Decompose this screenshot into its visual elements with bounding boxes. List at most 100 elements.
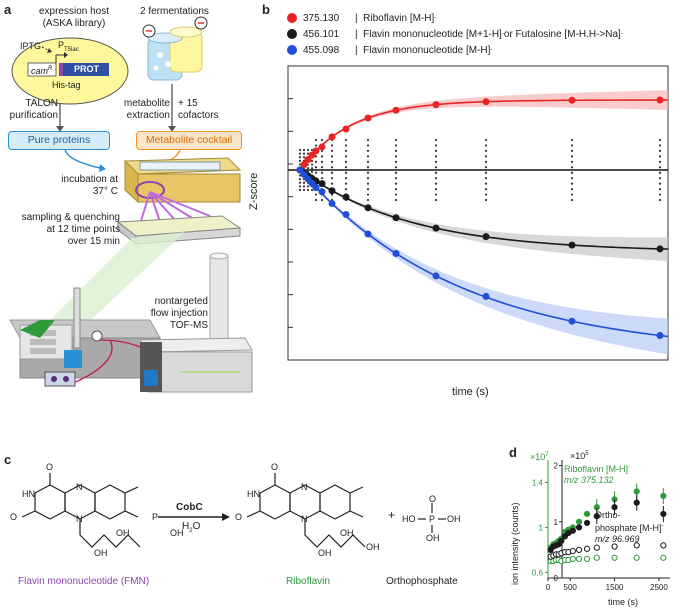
fmn-456-band	[300, 170, 668, 262]
panel-b-ylabel: Z-score	[248, 172, 260, 210]
fmn-455-point	[432, 272, 440, 280]
fmn-456-point	[656, 245, 664, 253]
riboflavin-fit-line	[299, 99, 669, 171]
background-point	[394, 166, 398, 169]
plot-frame	[287, 65, 669, 361]
background-point	[434, 166, 438, 169]
atom-oh-fmn-3: OH	[170, 528, 184, 538]
background-point	[366, 155, 370, 158]
right-y-tick-label: 2	[554, 462, 559, 471]
riboflavin-point	[568, 96, 576, 104]
riboflavin-point	[364, 114, 372, 122]
riboflavin-point	[392, 106, 400, 114]
data-point	[575, 546, 583, 554]
background-point	[302, 185, 306, 188]
riboflavin-structure	[246, 473, 366, 548]
atom-n-3: N	[301, 482, 308, 492]
phosphate-structure	[418, 503, 446, 533]
riboflavin-point	[318, 143, 326, 151]
x-tick-label: 500	[564, 583, 578, 592]
background-point	[570, 166, 574, 169]
data-point	[611, 543, 618, 550]
atom-p-fmn: P	[152, 512, 159, 522]
fmn-structure	[21, 473, 141, 548]
background-point	[484, 138, 488, 142]
atom-n-2: N	[76, 514, 83, 524]
background-point	[344, 171, 348, 174]
data-point	[633, 488, 640, 495]
background-point	[320, 198, 324, 202]
atom-oh-ortho-2: OH	[426, 533, 440, 543]
iptg-label: IPTG	[20, 41, 42, 51]
fmn-name: Flavin mononucleotide (FMN)	[18, 576, 150, 587]
background-point	[366, 182, 370, 185]
background-point	[310, 159, 314, 163]
atom-hn-2: HN	[247, 489, 260, 499]
metabolite-extraction-label: metabolite extraction	[123, 98, 170, 121]
background-point	[298, 159, 302, 163]
background-point	[658, 182, 662, 185]
background-point	[658, 144, 662, 147]
data-point	[575, 518, 583, 525]
background-point	[366, 160, 370, 163]
data-point	[660, 492, 667, 500]
background-point	[394, 144, 398, 147]
right-y-tick-label: 0	[554, 574, 559, 583]
pure-proteins-box: Pure proteins	[8, 131, 110, 150]
riboflavin-point	[304, 156, 312, 164]
background-point	[314, 144, 318, 147]
panel-d-xlabel: time (s)	[608, 597, 638, 607]
background-point	[320, 171, 324, 174]
background-point	[434, 149, 438, 153]
riboflavin-point	[312, 147, 320, 155]
background-point	[314, 155, 318, 158]
data-point	[593, 544, 600, 551]
fmn-456-point	[328, 187, 336, 195]
background-point	[434, 171, 438, 174]
background-point	[570, 182, 574, 185]
enzyme-label: CobC	[176, 502, 203, 513]
background-point	[484, 177, 488, 180]
data-point	[583, 545, 591, 552]
background-point	[366, 138, 370, 142]
background-point	[366, 177, 370, 180]
panel-a-illustration	[9, 16, 253, 393]
data-point	[633, 542, 640, 549]
background-point	[320, 155, 324, 158]
background-point	[310, 163, 314, 166]
panel-d-label: d	[509, 445, 517, 460]
data-point	[583, 510, 591, 518]
background-point	[658, 160, 662, 163]
background-point	[484, 182, 488, 185]
background-point	[434, 160, 438, 163]
background-point	[570, 171, 574, 174]
panel-b-label: b	[262, 2, 270, 17]
atom-o-3: O	[271, 462, 279, 472]
background-point	[314, 193, 318, 196]
data-point	[569, 555, 576, 562]
atom-oh-fmn-1: OH	[94, 548, 108, 558]
histag-label: His-tag	[52, 80, 81, 90]
data-point	[611, 504, 618, 511]
background-point	[330, 171, 334, 174]
legend-fmn-455: 455.098 | Flavin mononucleotide [M-H]-	[287, 42, 623, 58]
background-point	[320, 177, 324, 180]
background-point	[310, 188, 314, 192]
background-point	[314, 160, 318, 163]
background-point	[434, 182, 438, 185]
background-point	[302, 188, 306, 192]
data-point	[660, 554, 667, 561]
panel-c-label: c	[4, 452, 12, 467]
cofactors-label: + 15 cofactors	[178, 98, 219, 121]
background-point	[484, 149, 488, 153]
fmn-456-point	[482, 233, 490, 241]
background-point	[394, 155, 398, 158]
background-point	[366, 149, 370, 153]
left-y-tick-label: 0.6	[532, 568, 544, 577]
background-point	[434, 138, 438, 142]
fmn-456-point	[364, 204, 372, 212]
atom-o-1: O	[46, 462, 54, 472]
data-point	[569, 527, 576, 534]
background-point	[570, 149, 574, 153]
background-point	[484, 171, 488, 174]
